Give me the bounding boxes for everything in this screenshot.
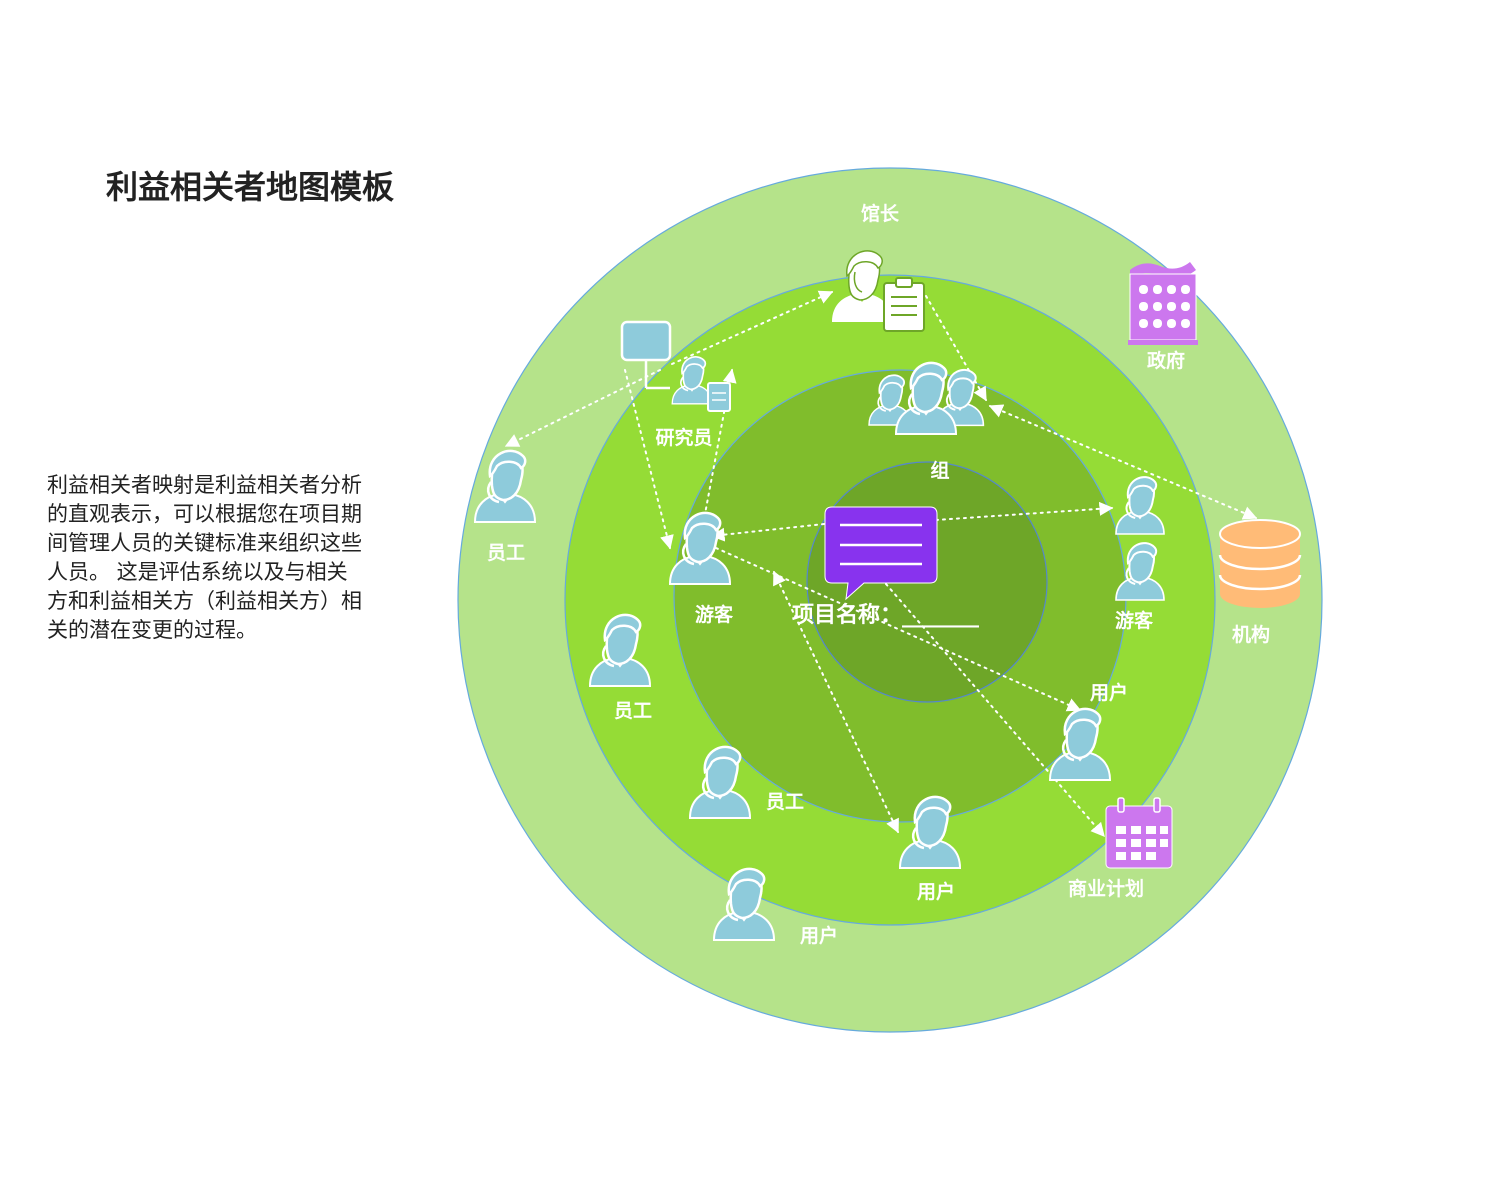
label-user-right: 用户 <box>1090 681 1128 704</box>
connection-researcher-staff <box>504 369 661 447</box>
label-visitor-left: 游客 <box>695 603 734 626</box>
label-business-plan: 商业计划 <box>1068 877 1144 900</box>
connection-center-visitor <box>710 523 825 542</box>
building-icon <box>1128 262 1198 345</box>
connection-center-business <box>885 583 1105 838</box>
label-institution: 机构 <box>1232 623 1270 646</box>
label-staff-outer: 员工 <box>487 542 525 564</box>
connection-researcher-curator <box>671 290 834 365</box>
connection-curator-group <box>925 295 987 402</box>
researcher-icon <box>620 320 731 412</box>
connection-visitor-user-bottom <box>773 570 899 834</box>
center-label: 项目名称：_______ <box>792 602 979 628</box>
connection-researcher-visitor <box>624 369 674 550</box>
center-chat-icon <box>824 506 938 601</box>
connection-group-institution <box>988 404 1258 520</box>
label-group: 组 <box>930 459 949 482</box>
label-researcher: 研究员 <box>655 426 712 449</box>
label-user-outer: 用户 <box>800 924 838 947</box>
label-user-bottom: 用户 <box>917 880 955 903</box>
label-staff-low: 员工 <box>766 791 804 813</box>
database-icon <box>1218 519 1302 608</box>
calendar-icon <box>1105 797 1173 869</box>
person-clipboard-icon <box>831 250 925 332</box>
label-staff-mid: 员工 <box>614 700 652 722</box>
label-curator: 馆长 <box>861 202 900 225</box>
label-government: 政府 <box>1147 349 1185 372</box>
connection-center-visitor-right <box>935 501 1114 521</box>
page-title: 利益相关者地图模板 <box>106 168 395 206</box>
page-description: 利益相关者映射是利益相关者分析的直观表示，可以根据您在项目期间管理人员的关键标准… <box>47 473 362 642</box>
label-visitor-right: 游客 <box>1115 609 1154 632</box>
